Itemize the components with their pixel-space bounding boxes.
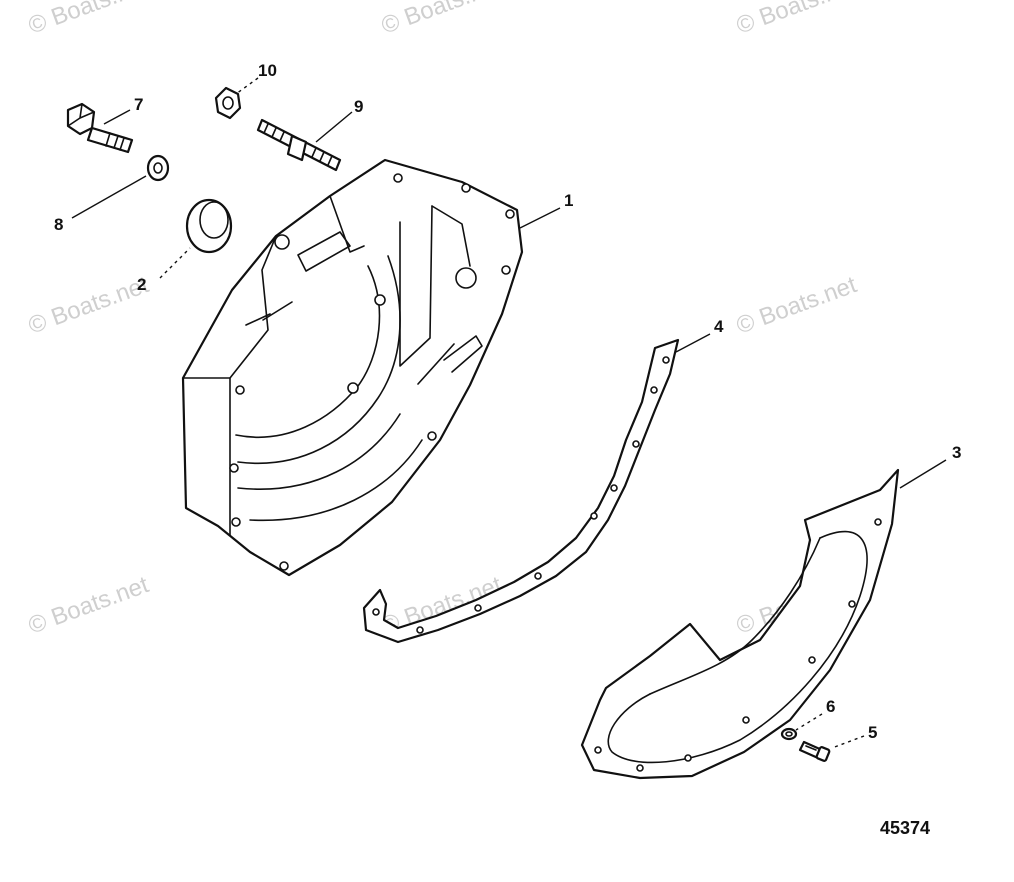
cover-plate-part[interactable] [580,468,900,780]
watermark: © Boats.net [733,271,861,339]
watermark: © Boats.net [733,0,861,40]
watermark: © Boats.net [25,571,153,639]
leader-line-3 [899,459,947,489]
callout-4: 4 [714,317,724,336]
screw-part[interactable] [798,740,831,762]
leader-line-9 [315,111,353,143]
watermark: © Boats.net [378,0,506,40]
callout-2: 2 [137,275,146,294]
leader-line-6 [795,713,823,731]
callout-10: 10 [258,61,277,80]
callout-1: 1 [564,191,573,210]
callout-6: 6 [826,697,835,716]
callout-3: 3 [952,443,961,462]
callout-5: 5 [868,723,877,742]
stud-part[interactable] [256,118,342,172]
callout-7: 7 [134,95,143,114]
hex-bolt-part[interactable] [66,102,134,154]
callout-labels: 1 2 3 4 5 6 7 8 9 10 [54,61,961,742]
watermark: © Boats.net [25,0,153,40]
leader-line-1 [519,207,561,229]
leader-line-10 [235,77,259,95]
callout-9: 9 [354,97,363,116]
leader-line-7 [103,109,131,125]
callout-8: 8 [54,215,63,234]
leader-line-4 [675,333,711,353]
plug-cap-part[interactable] [185,198,233,254]
leader-lines [71,77,947,749]
washer-part[interactable] [146,154,170,182]
leader-line-5 [831,735,865,749]
diagram-reference-number: 45374 [880,818,930,838]
leader-line-2 [159,247,191,279]
flywheel-housing-part[interactable] [181,158,524,577]
gasket-part[interactable] [362,338,680,644]
watermark: © Boats.net [25,271,153,339]
nut-part[interactable] [214,86,242,120]
lock-washer-part[interactable] [780,727,798,741]
leader-line-8 [71,175,147,219]
